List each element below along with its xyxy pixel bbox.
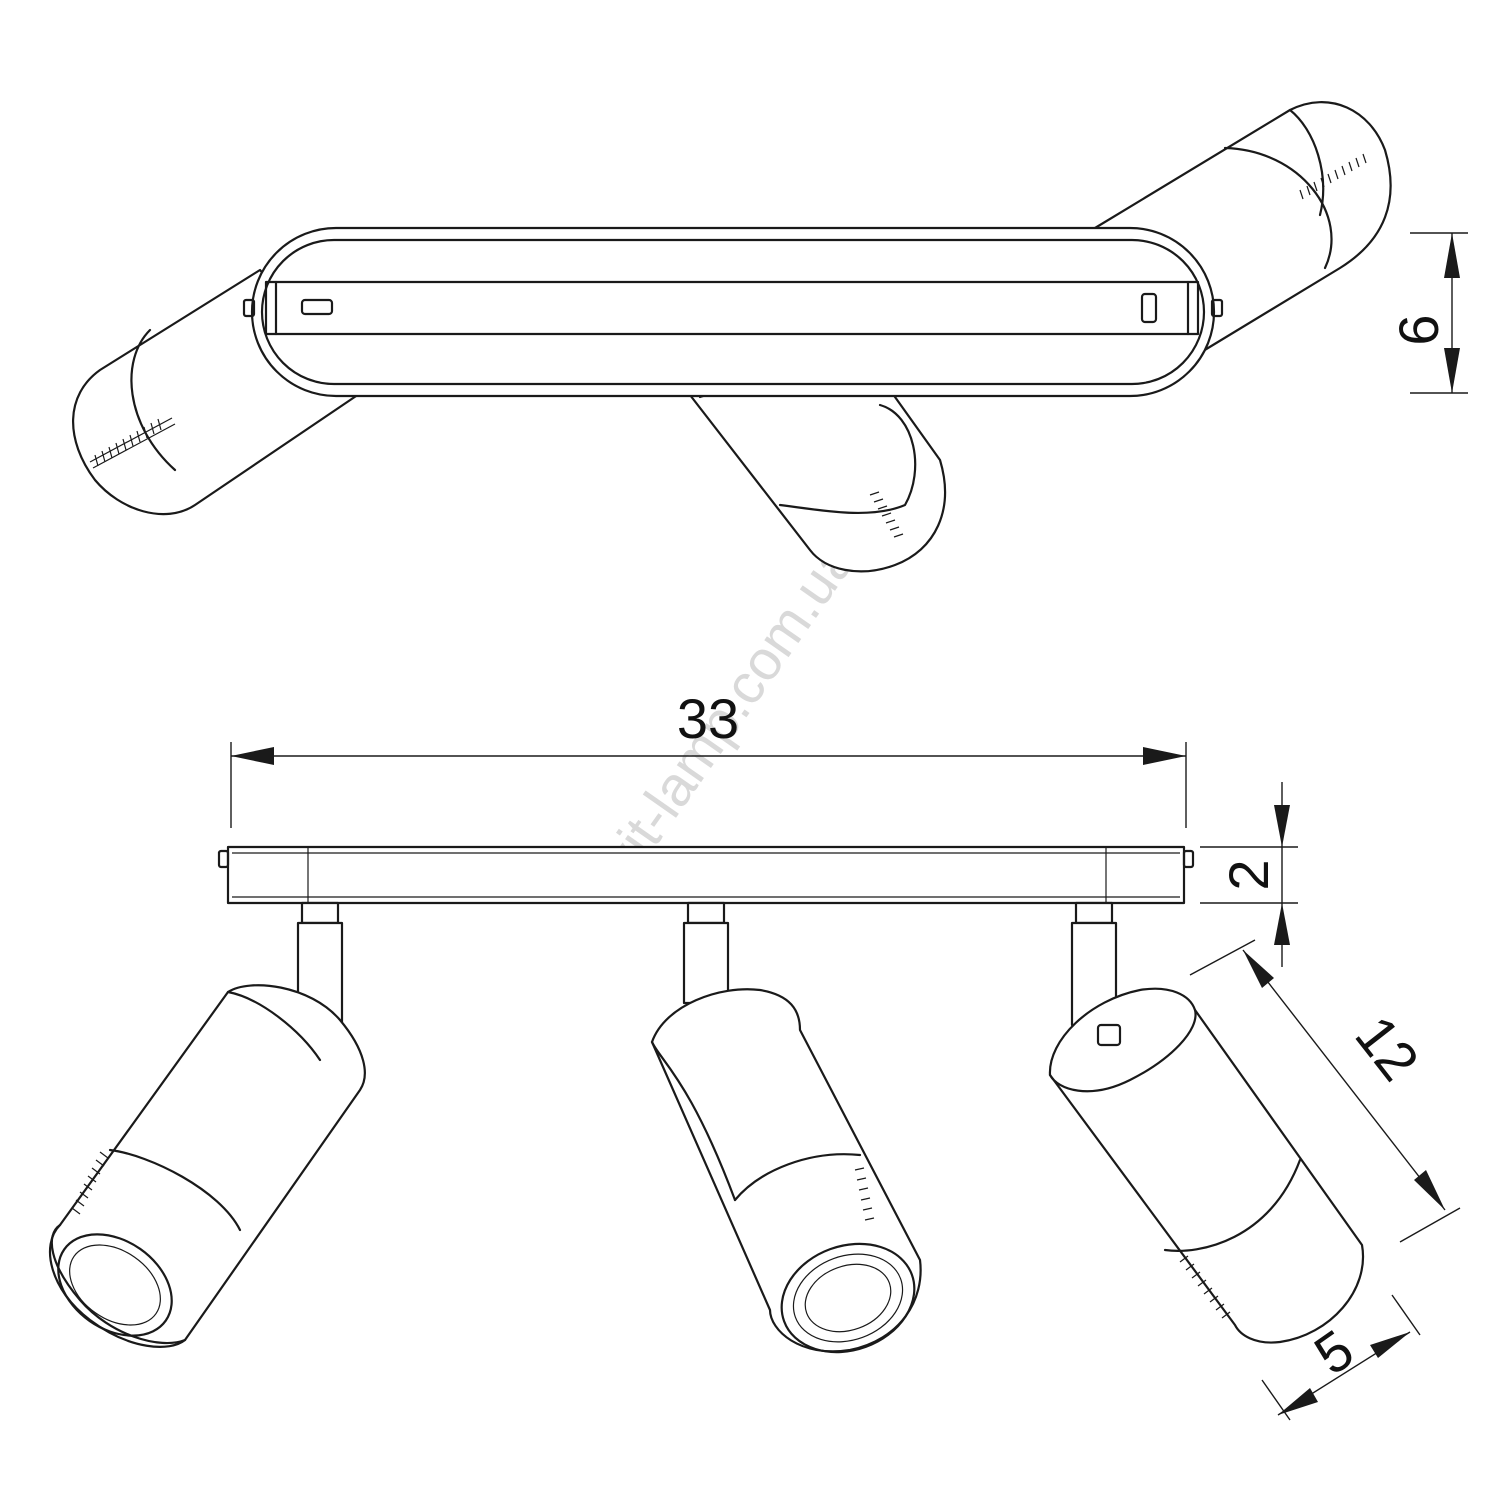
dimension-base-height-label: 2 [1217,859,1280,890]
dimension-depth: 6 [1387,232,1468,394]
top-view: 6 [72,101,1468,573]
front-left-spotlight [48,984,366,1348]
dimension-base-height: 2 [1200,782,1298,967]
front-middle-spotlight [650,988,922,1354]
dimension-length: 33 [230,687,1187,828]
dimension-shade-diameter-label: 5 [1303,1317,1365,1386]
dimension-length-label: 33 [677,687,739,750]
top-middle-spotlight [688,388,947,573]
dimension-depth-label: 6 [1387,314,1450,345]
front-base-bar [217,845,1195,905]
front-right-spotlight [1048,987,1365,1344]
top-mounting-bar [242,226,1224,398]
dimension-shade-length-label: 12 [1343,1004,1431,1092]
front-view: 33 2 [48,687,1461,1421]
